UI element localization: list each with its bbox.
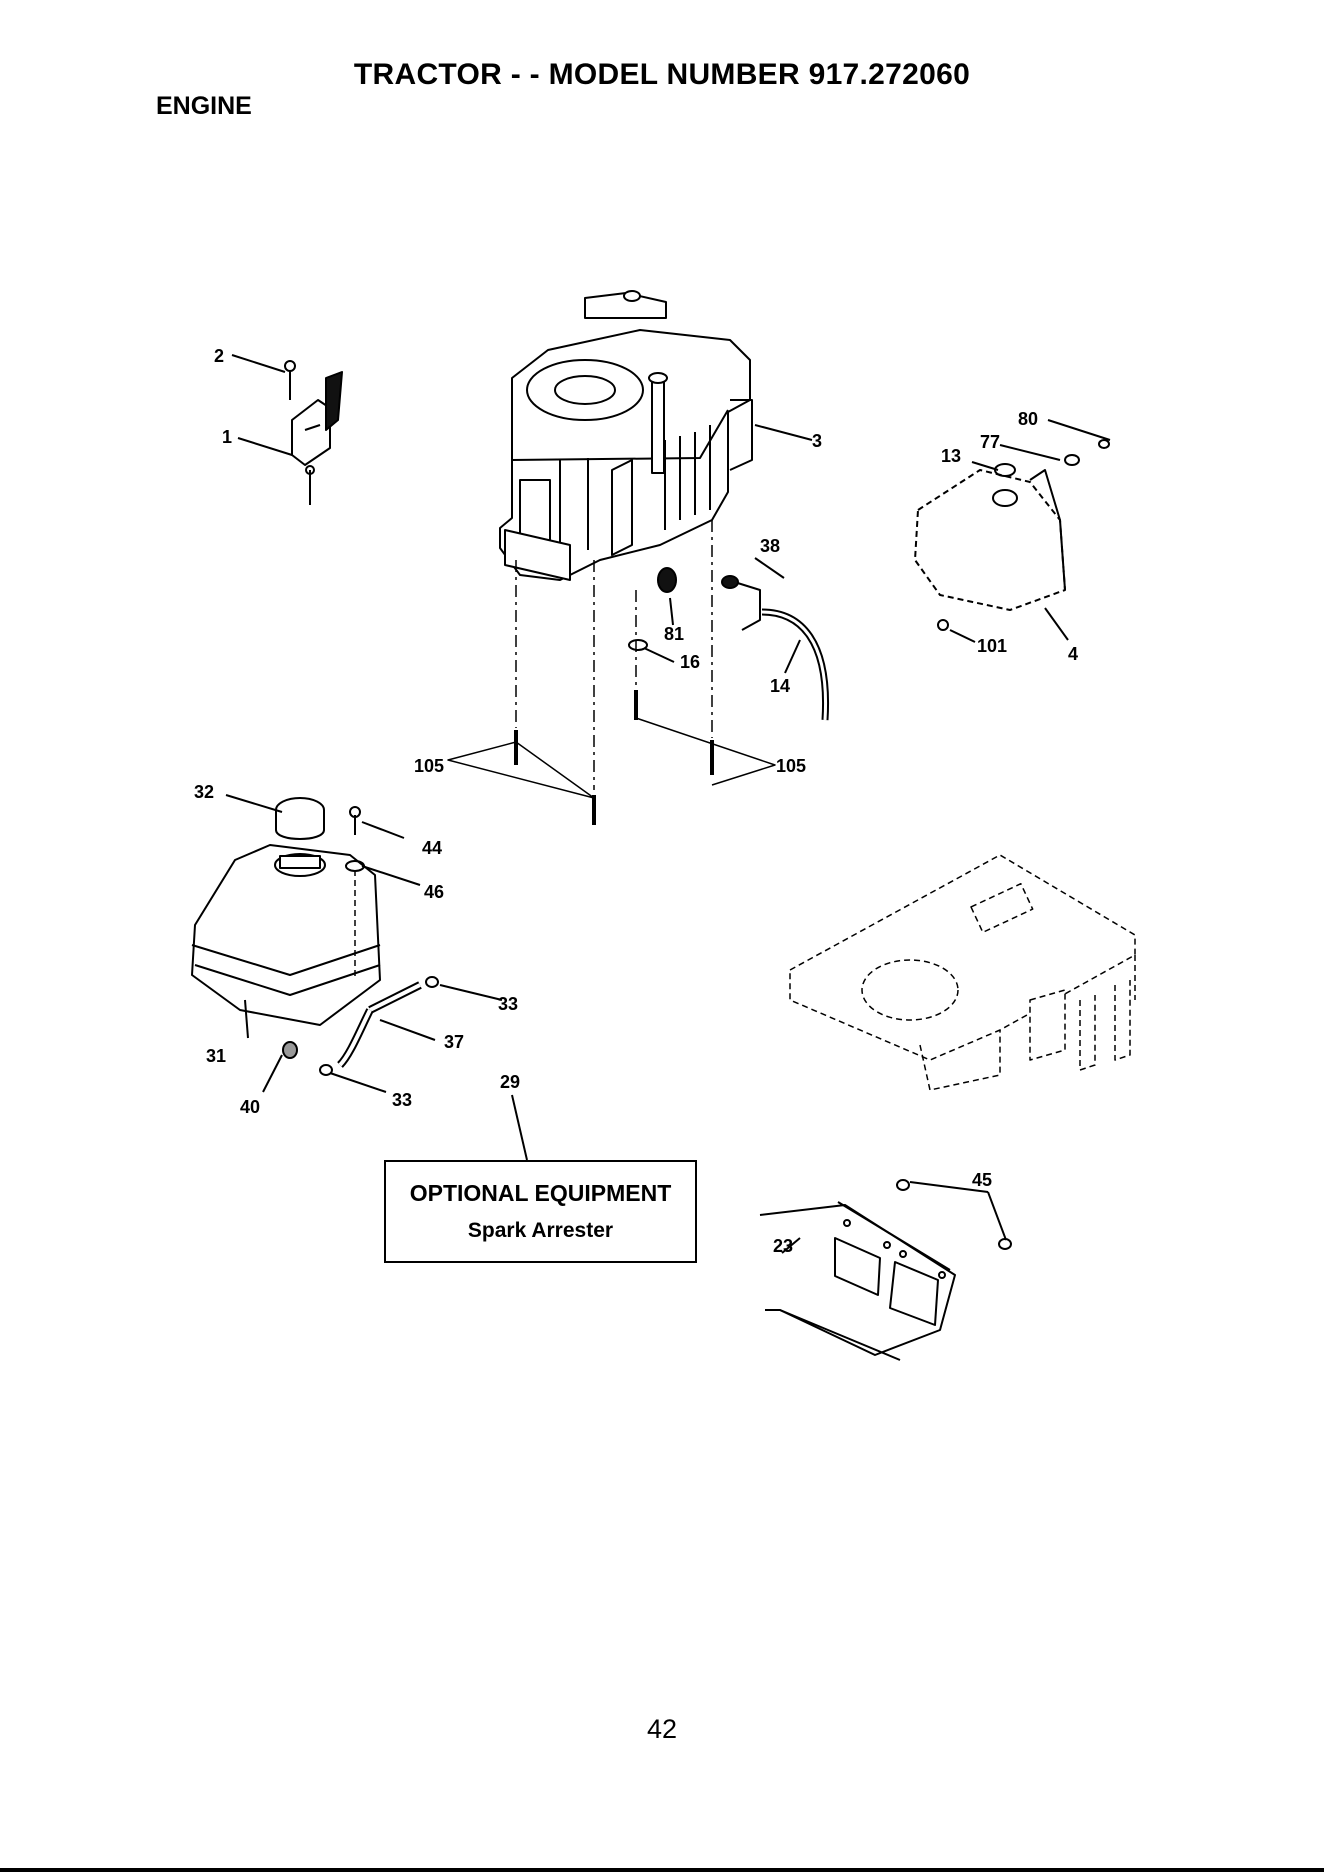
- callout-77: 77: [980, 432, 1000, 452]
- callout-13: 13: [941, 446, 961, 466]
- callout-32: 32: [194, 782, 214, 802]
- spark-arrester: [760, 1180, 1011, 1360]
- footer-rule: [0, 1868, 1324, 1872]
- callout-38: 38: [760, 536, 780, 556]
- callout-45: 45: [972, 1170, 992, 1190]
- callout-101: 101: [977, 636, 1007, 656]
- optional-equipment-box: OPTIONAL EQUIPMENT Spark Arrester: [384, 1160, 697, 1263]
- frame-plate: [790, 855, 1135, 1090]
- callout-105-right: 105: [776, 756, 806, 776]
- callout-40: 40: [240, 1097, 260, 1117]
- callout-105-left: 105: [414, 756, 444, 776]
- throttle-control-bracket: [285, 361, 342, 505]
- callout-81: 81: [664, 624, 684, 644]
- muffler-assembly: [915, 440, 1109, 630]
- optional-equipment-subtitle: Spark Arrester: [386, 1219, 695, 1243]
- callout-33-upper: 33: [498, 994, 518, 1014]
- callout-23: 23: [773, 1236, 793, 1256]
- callout-2: 2: [214, 346, 224, 366]
- callout-16: 16: [680, 652, 700, 672]
- callout-31: 31: [206, 1046, 226, 1066]
- callout-3: 3: [812, 431, 822, 451]
- callout-37: 37: [444, 1032, 464, 1052]
- callout-4: 4: [1068, 644, 1078, 664]
- callout-46: 46: [424, 882, 444, 902]
- callout-80: 80: [1018, 409, 1038, 429]
- fuel-tank-assembly: [192, 798, 438, 1075]
- callout-14: 14: [770, 676, 790, 696]
- callout-29: 29: [500, 1072, 520, 1092]
- engine-assembly: [500, 291, 752, 580]
- optional-equipment-title: OPTIONAL EQUIPMENT: [386, 1180, 695, 1207]
- callout-33-lower: 33: [392, 1090, 412, 1110]
- callout-1: 1: [222, 427, 232, 447]
- page-number: 42: [0, 1714, 1324, 1745]
- callout-44: 44: [422, 838, 442, 858]
